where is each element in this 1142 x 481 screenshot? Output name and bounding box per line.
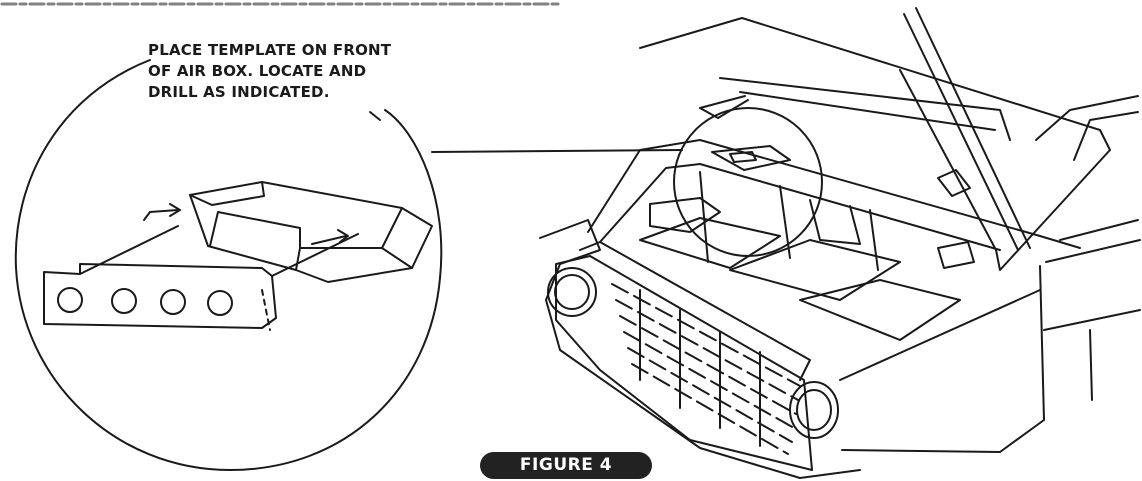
engine-bay bbox=[587, 139, 1081, 249]
instruction-callout: PLACE TEMPLATE ON FRONT OF AIR BOX. LOCA… bbox=[148, 40, 488, 103]
callout-line-2: OF AIR BOX. LOCATE AND bbox=[148, 62, 367, 80]
callout-leader-line bbox=[369, 111, 381, 121]
drill-hole-1 bbox=[57, 287, 83, 313]
drill-hole-4 bbox=[207, 290, 233, 316]
windshield-frame bbox=[1035, 95, 1139, 141]
right-fender bbox=[1045, 239, 1141, 263]
raised-hood bbox=[639, 17, 1111, 271]
engine-air-box bbox=[711, 145, 791, 171]
alignment-arrow-right-head bbox=[337, 229, 349, 243]
alignment-arrow-left bbox=[143, 209, 179, 221]
drill-hole-3 bbox=[160, 289, 186, 315]
figure-label-badge: FIGURE 4 bbox=[480, 452, 652, 479]
callout-line-3: DRILL AS INDICATED. bbox=[148, 83, 330, 101]
grille-slats bbox=[611, 283, 801, 455]
engine-bay-magnifier-circle bbox=[673, 107, 823, 257]
right-headlight bbox=[789, 381, 839, 439]
front-grille bbox=[555, 255, 813, 471]
detail-connector-line bbox=[431, 149, 683, 153]
vehicle-front-illustration bbox=[539, 7, 1141, 479]
detail-magnifier-circle bbox=[14, 59, 443, 471]
left-headlight bbox=[547, 267, 597, 317]
callout-line-1: PLACE TEMPLATE ON FRONT bbox=[148, 41, 392, 59]
drill-template-plate bbox=[43, 225, 359, 331]
alignment-arrow-right bbox=[311, 235, 347, 245]
air-box bbox=[189, 181, 433, 283]
alignment-arrow-left-head bbox=[169, 203, 181, 217]
lower-body bbox=[545, 299, 861, 479]
drill-hole-2 bbox=[111, 288, 137, 314]
